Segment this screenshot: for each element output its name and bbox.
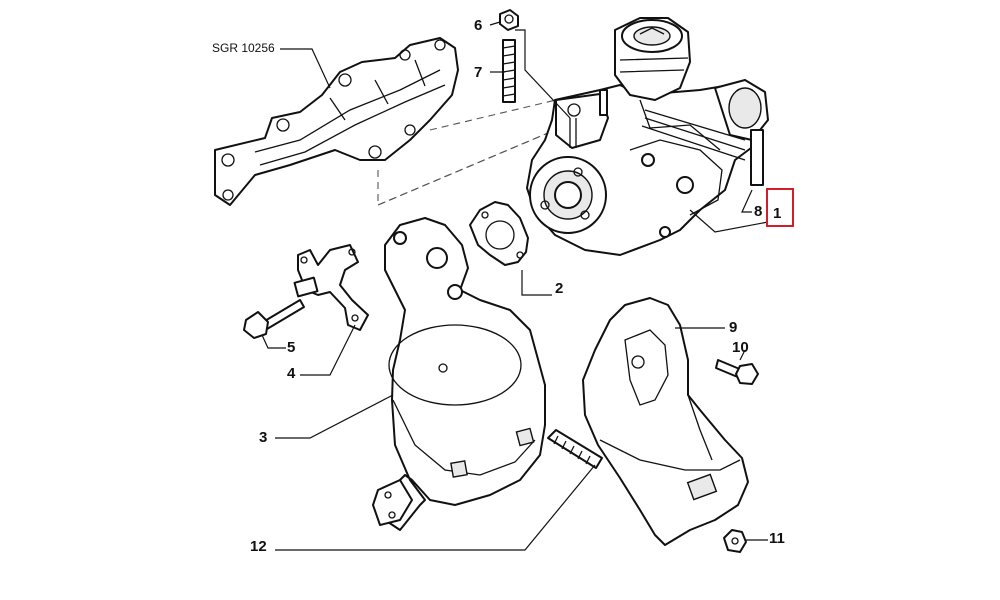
leader-5 [261,334,286,349]
callout-7[interactable]: 7 [474,64,482,81]
callout-10[interactable]: 10 [732,339,749,356]
callout-9[interactable]: 9 [729,319,737,336]
leader-3 [275,394,394,439]
callout-5[interactable]: 5 [287,339,295,356]
callout-1[interactable]: 1 [773,205,781,222]
callout-labels: 1 2 3 4 5 6 7 8 9 10 11 12 [250,17,794,555]
leader-12 [275,464,596,551]
callout-11[interactable]: 11 [769,530,785,547]
reference-leader [280,48,331,89]
leader-1 [689,209,769,233]
turbocharger[interactable] [526,17,769,256]
leader-8 [741,189,753,213]
leader-10 [739,349,746,361]
callout-8[interactable]: 8 [754,203,762,220]
leader-stud-to-turbo [515,29,571,119]
reference-code: SGR 10256 [212,41,275,55]
bolt-10[interactable] [715,359,759,385]
callout-6[interactable]: 6 [474,17,482,34]
stud-7[interactable] [502,39,516,103]
callout-1-highlight [766,188,794,227]
leader-lines [261,21,769,551]
alignment-guides [377,99,561,206]
turbo-gasket[interactable] [469,201,529,266]
stud-12[interactable] [547,429,603,469]
nut-6[interactable] [499,9,519,31]
callout-12[interactable]: 12 [250,538,267,555]
support-bracket[interactable] [293,244,369,331]
leader-2 [521,270,552,296]
heat-shield[interactable] [582,297,749,546]
leader-6 [489,21,501,26]
callout-3[interactable]: 3 [259,429,267,446]
callout-2[interactable]: 2 [555,280,563,297]
catalytic-converter[interactable] [372,217,546,531]
leader-4 [300,324,356,376]
nut-11[interactable] [723,529,747,553]
callout-4[interactable]: 4 [287,365,296,382]
exhaust-manifold[interactable] [214,37,459,206]
bolt-5[interactable] [243,299,305,339]
